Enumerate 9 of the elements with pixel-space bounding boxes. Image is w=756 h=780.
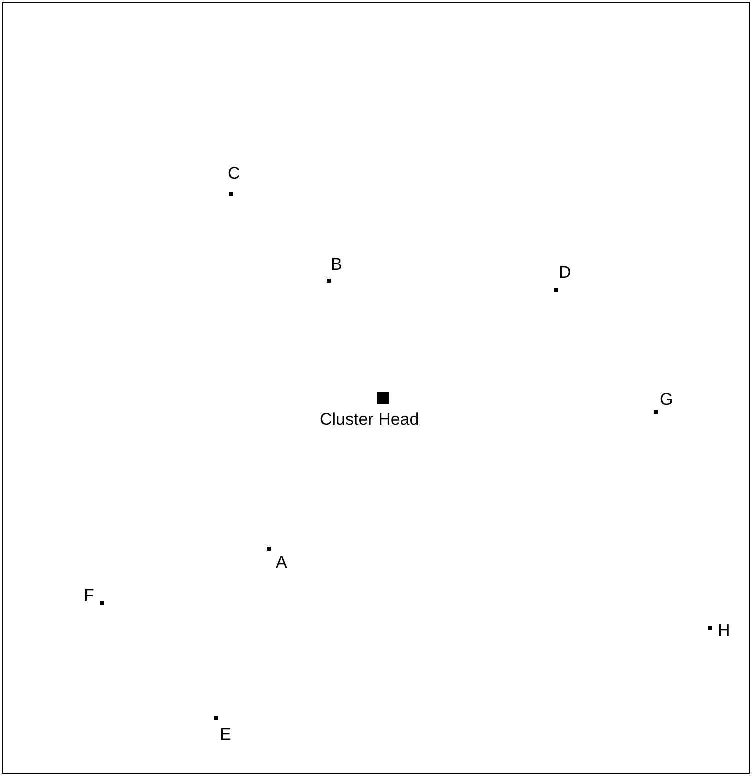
node-label: B [331, 256, 342, 274]
node-label: E [220, 726, 232, 744]
node-label: Cluster Head [320, 411, 420, 429]
node-label: H [718, 622, 730, 640]
node-label: F [84, 587, 94, 605]
node-label: C [228, 165, 240, 183]
node-label: G [660, 391, 674, 409]
node-label: D [559, 264, 572, 282]
node-label: A [276, 554, 288, 572]
